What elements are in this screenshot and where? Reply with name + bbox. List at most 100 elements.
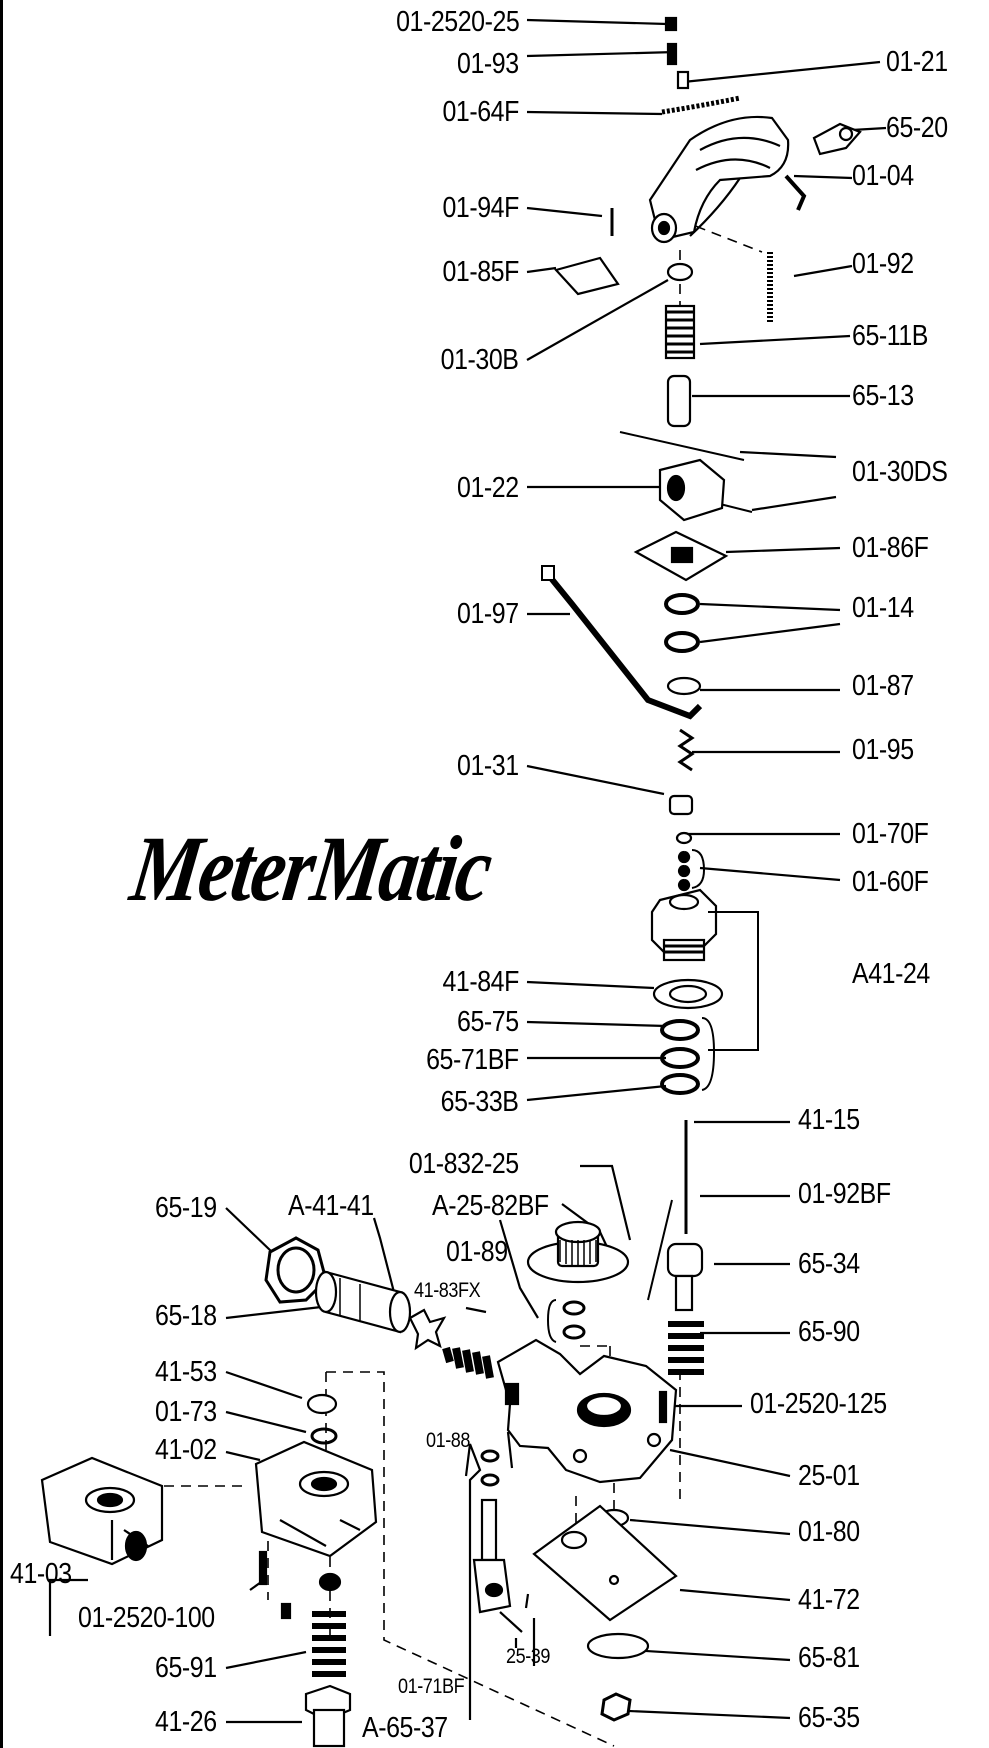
label-65-33B: 65-33B bbox=[441, 1086, 519, 1118]
label-41-84F: 41-84F bbox=[442, 966, 520, 998]
spring-65-11B bbox=[664, 304, 696, 360]
label-01-97: 01-97 bbox=[457, 598, 519, 630]
latch-65-20 bbox=[812, 122, 862, 156]
label-25-01: 25-01 bbox=[798, 1460, 860, 1492]
label-41-72: 41-72 bbox=[798, 1584, 860, 1616]
label-41-02: 41-02 bbox=[155, 1434, 217, 1466]
pin-65-13 bbox=[666, 374, 692, 428]
plug-A-65-37 bbox=[318, 1572, 342, 1592]
label-01-2520-25: 01-2520-25 bbox=[395, 6, 520, 38]
label-01-87: 01-87 bbox=[852, 670, 914, 702]
label-41-53: 41-53 bbox=[155, 1356, 217, 1388]
ring-01-73 bbox=[310, 1427, 338, 1445]
screw-01-2520-25 bbox=[664, 16, 678, 32]
rod-01-97 bbox=[543, 570, 703, 720]
block-01-22 bbox=[658, 458, 726, 522]
label-65-13: 65-13 bbox=[852, 380, 914, 412]
label-01-85F: 01-85F bbox=[442, 256, 520, 288]
label-01-04: 01-04 bbox=[852, 160, 914, 192]
label-01-89: 01-89 bbox=[446, 1236, 508, 1268]
label-A-41-41: A-41-41 bbox=[288, 1190, 374, 1222]
label-01-22: 01-22 bbox=[457, 472, 519, 504]
nut-65-35 bbox=[600, 1692, 632, 1722]
knob-A-25-82BF bbox=[526, 1220, 630, 1284]
label-01-94F: 01-94F bbox=[442, 192, 520, 224]
nozzle-lever-body bbox=[648, 115, 790, 244]
spring-65-90 bbox=[668, 1321, 704, 1375]
fitting-A41-24 bbox=[650, 888, 718, 962]
metermatic-logo: MeterMatic bbox=[125, 816, 497, 921]
label-01-21: 01-21 bbox=[886, 46, 948, 78]
oring-65-75 bbox=[660, 1019, 700, 1041]
screw-01-2520-100-b bbox=[280, 1602, 292, 1620]
valve-65-34 bbox=[666, 1242, 704, 1312]
label-01-95: 01-95 bbox=[852, 734, 914, 766]
bracket-01-89 bbox=[546, 1299, 557, 1343]
label-41-26: 41-26 bbox=[155, 1706, 217, 1738]
ring-01-14-a bbox=[664, 593, 700, 615]
bracket-01-60F bbox=[691, 849, 706, 889]
label-A41-24: A41-24 bbox=[852, 958, 930, 990]
label-01-73: 01-73 bbox=[155, 1396, 217, 1428]
rod-01-92BF bbox=[647, 1199, 673, 1301]
ring-01-88-a bbox=[480, 1449, 500, 1463]
label-65-18: 65-18 bbox=[155, 1300, 217, 1332]
label-65-75: 65-75 bbox=[457, 1006, 519, 1038]
ring-01-70F bbox=[675, 831, 693, 845]
plate-01-85F bbox=[553, 256, 620, 296]
label-01-92BF: 01-92BF bbox=[798, 1178, 891, 1210]
body-25-01 bbox=[496, 1338, 678, 1484]
latch-key-01-04 bbox=[784, 174, 807, 211]
page-edge-line bbox=[0, 0, 3, 1748]
washer-01-87 bbox=[666, 676, 702, 696]
spring-01-64F bbox=[661, 95, 741, 115]
label-01-2520-100: 01-2520-100 bbox=[78, 1602, 215, 1634]
spring-65-91 bbox=[312, 1611, 346, 1677]
housing-41-03 bbox=[40, 1456, 164, 1566]
label-65-35: 65-35 bbox=[798, 1702, 860, 1734]
label-01-86F: 01-86F bbox=[852, 532, 929, 564]
label-01-70F: 01-70F bbox=[852, 818, 929, 850]
stem-25-39 bbox=[472, 1498, 512, 1614]
label-01-64F: 01-64F bbox=[442, 96, 520, 128]
fitting-41-26 bbox=[304, 1684, 352, 1748]
cap-01-30B bbox=[666, 262, 694, 282]
label-65-90: 65-90 bbox=[798, 1316, 860, 1348]
label-41-15: 41-15 bbox=[798, 1104, 860, 1136]
washer-01-89-b bbox=[562, 1324, 586, 1340]
spring-41-83FX bbox=[442, 1346, 494, 1379]
label-65-34: 65-34 bbox=[798, 1248, 860, 1280]
spring-01-95 bbox=[677, 728, 695, 772]
ring-01-14-b bbox=[664, 631, 700, 653]
gasket-01-86F bbox=[633, 530, 729, 582]
label-01-60F: 01-60F bbox=[852, 866, 929, 898]
label-01-2520-125: 01-2520-125 bbox=[750, 1388, 887, 1420]
label-A-65-37: A-65-37 bbox=[362, 1712, 448, 1744]
plunger-01-31 bbox=[668, 794, 694, 816]
pin-01-21 bbox=[676, 70, 690, 90]
label-65-71BF: 65-71BF bbox=[426, 1044, 519, 1076]
label-01-88: 01-88 bbox=[426, 1429, 471, 1452]
bracket-o-rings bbox=[701, 1017, 716, 1091]
label-01-71BF: 01-71BF bbox=[398, 1675, 465, 1698]
star-A-41-41 bbox=[408, 1308, 447, 1351]
label-65-19: 65-19 bbox=[155, 1192, 217, 1224]
screw-01-2520-125 bbox=[658, 1390, 668, 1424]
label-01-14: 01-14 bbox=[852, 592, 914, 624]
screw-01-93 bbox=[666, 42, 678, 66]
oring-65-71BF bbox=[660, 1047, 700, 1069]
label-65-81: 65-81 bbox=[798, 1642, 860, 1674]
disc-65-81 bbox=[586, 1632, 650, 1660]
label-41-03: 41-03 bbox=[10, 1558, 72, 1590]
bracket-A41-24 bbox=[708, 911, 759, 1051]
ring-01-88-b bbox=[480, 1473, 500, 1487]
screw-01-2520-100-a bbox=[258, 1550, 268, 1586]
label-65-11B: 65-11B bbox=[852, 320, 929, 352]
cap-41-53 bbox=[306, 1393, 338, 1415]
label-01-31: 01-31 bbox=[457, 750, 519, 782]
gasket-41-84F bbox=[652, 978, 724, 1010]
label-41-83FX: 41-83FX bbox=[414, 1279, 481, 1302]
sleeve-65-18 bbox=[314, 1270, 412, 1334]
